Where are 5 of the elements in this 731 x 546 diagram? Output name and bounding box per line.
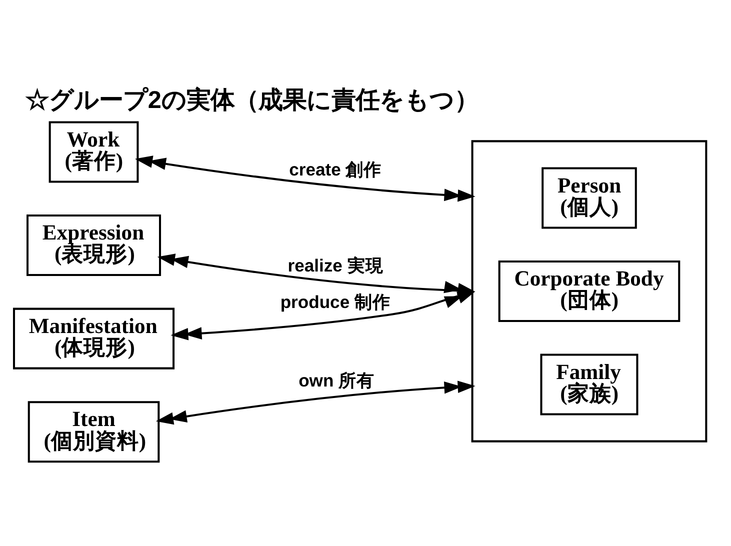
diagram-title: ☆グループ2の実体（成果に責任をもつ） xyxy=(24,86,478,114)
edge-label: own 所有 xyxy=(298,370,375,390)
edge-label: produce 制作 xyxy=(280,292,390,312)
edge-label: create 創作 xyxy=(289,160,382,180)
edge-label: realize 実現 xyxy=(288,256,384,276)
